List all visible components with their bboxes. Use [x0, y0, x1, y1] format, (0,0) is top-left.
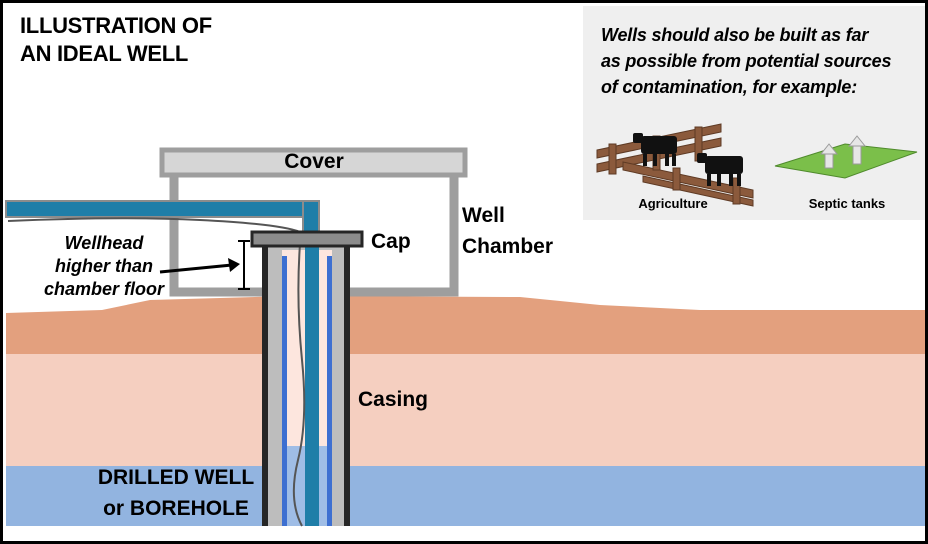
pump-cable [292, 243, 306, 527]
drilled-well-label-line-2: or BOREHOLE [103, 497, 249, 520]
agriculture-label: Agriculture [638, 196, 708, 211]
casing-label: Casing [358, 388, 429, 411]
septic-field-illustration [774, 143, 918, 179]
inset-caption-line-1: Wells should also be built as far [601, 25, 869, 45]
supply-pipe [5, 200, 306, 218]
septic-vent-pipes [819, 135, 867, 169]
cover-label: Cover [284, 150, 344, 173]
wellhead-arrow [159, 263, 233, 274]
wellhead-label-line-1: Wellhead [64, 233, 144, 253]
fence-illustration [596, 123, 754, 207]
topsoil-layer [6, 296, 928, 356]
cap-label: Cap [371, 230, 411, 253]
inset-caption-line-3: of contamination, for example: [601, 77, 858, 97]
drilled-well-label: DRILLED WELL or BOREHOLE [96, 462, 256, 524]
liner-right [327, 256, 332, 526]
septic-tanks-label: Septic tanks [808, 196, 886, 211]
diagram-title: ILLUSTRATION OF AN IDEAL WELL [20, 12, 212, 68]
wellhead-label-line-3: chamber floor [43, 279, 165, 299]
inset-artwork [596, 123, 918, 207]
inset-caption-line-2: as possible from potential sources [601, 51, 892, 71]
casing-right-wall [344, 244, 350, 526]
well-chamber-label-line-1: Well [462, 204, 505, 227]
contamination-inset: Wells should also be built as far as pos… [583, 6, 925, 220]
well-chamber-cover [159, 147, 468, 178]
wellhead-label: Wellhead higher than chamber floor [24, 232, 184, 301]
well-chamber-label: Well Chamber [462, 200, 572, 262]
drilled-well-label-line-1: DRILLED WELL [97, 466, 255, 489]
wellhead-label-line-2: higher than [55, 256, 153, 276]
inset-caption: Wells should also be built as far as pos… [601, 22, 917, 100]
subsoil-layer [6, 354, 928, 468]
liner-left [282, 256, 287, 526]
title-line-2: AN IDEAL WELL [20, 41, 189, 66]
aquifer-layer [6, 466, 928, 526]
power-cable [7, 217, 301, 233]
well-chamber-label-line-2: Chamber [462, 235, 554, 258]
title-line-1: ILLUSTRATION OF [20, 13, 212, 38]
well-cap [250, 230, 364, 248]
casing-left-wall [262, 244, 268, 526]
wellhead-arrow-head [228, 258, 240, 272]
drop-pipe [305, 232, 319, 526]
cow-illustration [633, 133, 743, 186]
